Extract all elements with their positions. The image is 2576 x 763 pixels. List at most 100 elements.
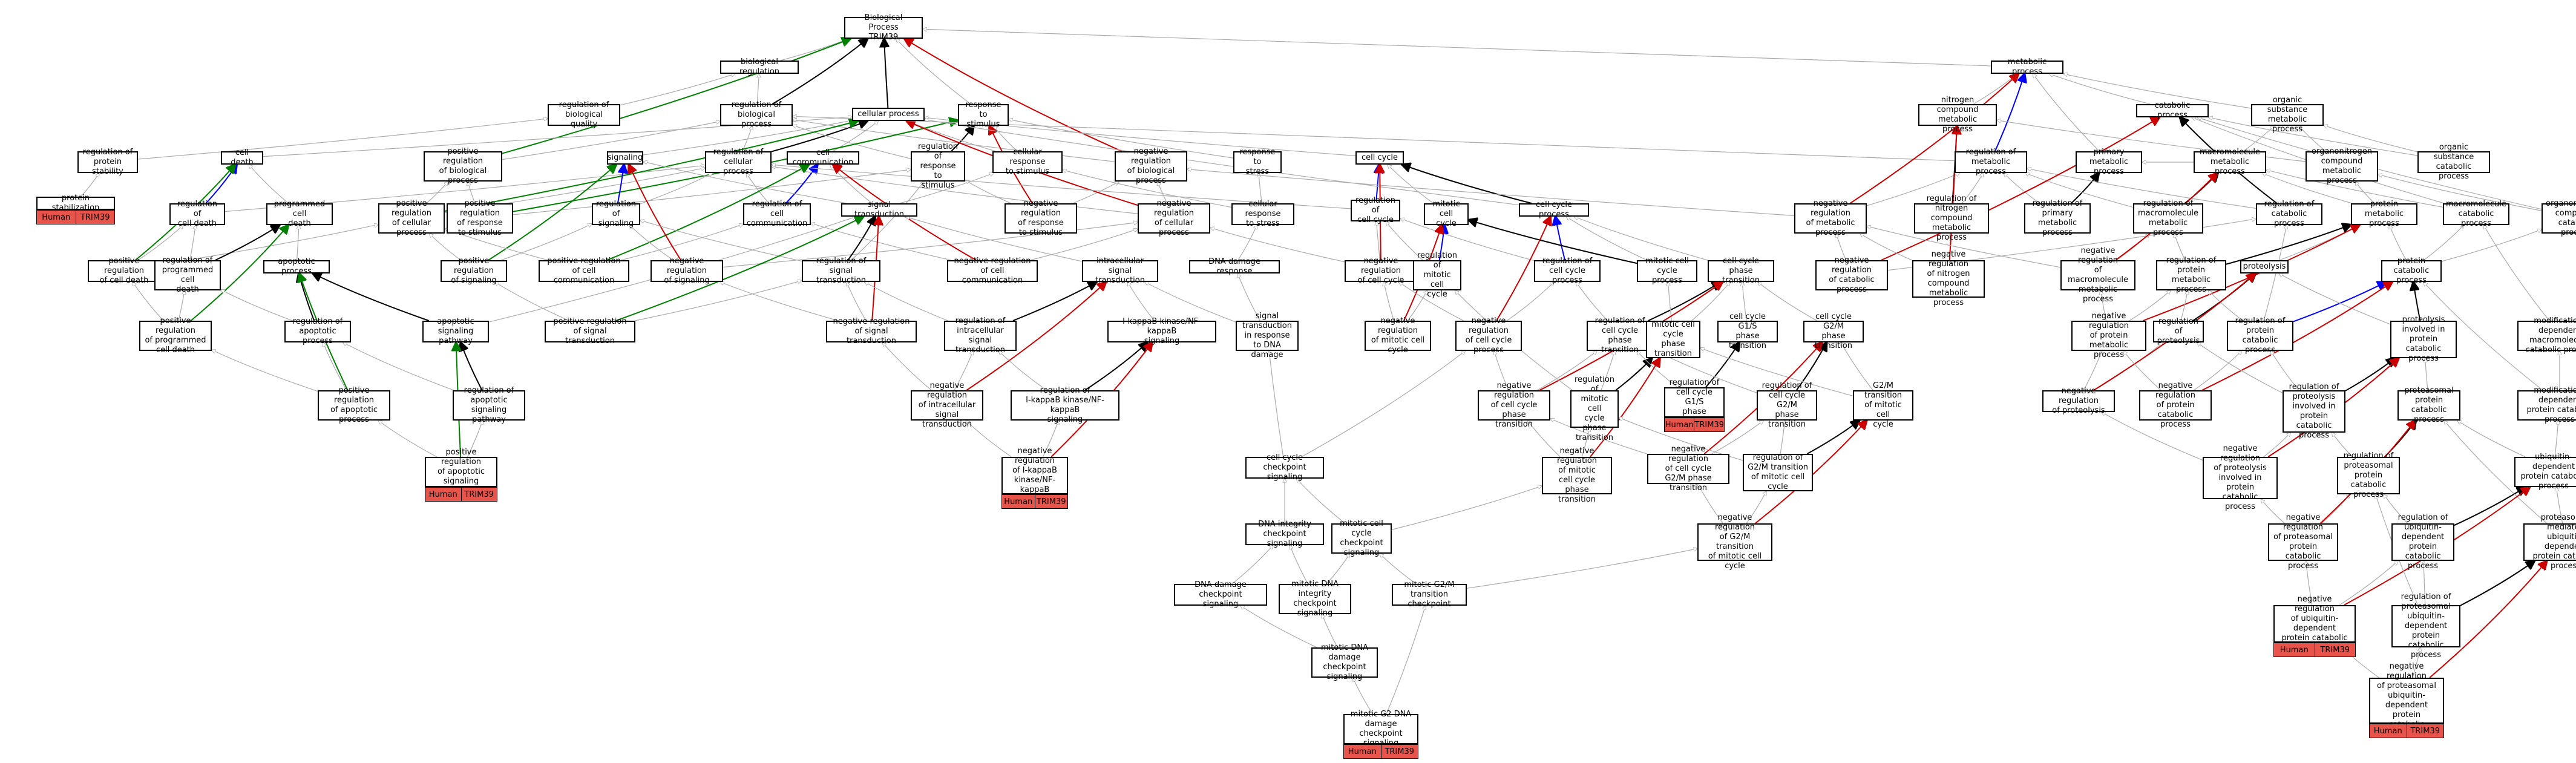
- go-term-proteolysis[interactable]: proteolysis: [2240, 260, 2289, 273]
- go-term-ccproc[interactable]: cell cycle process: [1519, 200, 1589, 219]
- go-term-apop[interactable]: apoptotic process: [263, 257, 330, 276]
- go-term-cellproc[interactable]: cellular process: [852, 108, 925, 121]
- go-term-proteasomemed[interactable]: proteasome-mediatedubiquitin-dependentpr…: [2523, 513, 2576, 571]
- go-term-bioreg[interactable]: biological regulation: [720, 57, 799, 76]
- go-term-metab[interactable]: metabolic process: [1991, 57, 2063, 76]
- go-term-dnadmg[interactable]: DNA damage response: [1189, 257, 1280, 276]
- go-term-cellcomm[interactable]: cell communication: [787, 148, 859, 167]
- go-term-celldeath[interactable]: cell death: [221, 148, 263, 167]
- go-term-cellcycle[interactable]: cell cycle: [1355, 151, 1404, 165]
- go-term-moddep[interactable]: modification-dependentmacromoleculecatab…: [2517, 316, 2576, 355]
- go-term-signaling[interactable]: signaling: [607, 151, 643, 165]
- go-term-sigtrans[interactable]: signal transduction: [841, 200, 917, 219]
